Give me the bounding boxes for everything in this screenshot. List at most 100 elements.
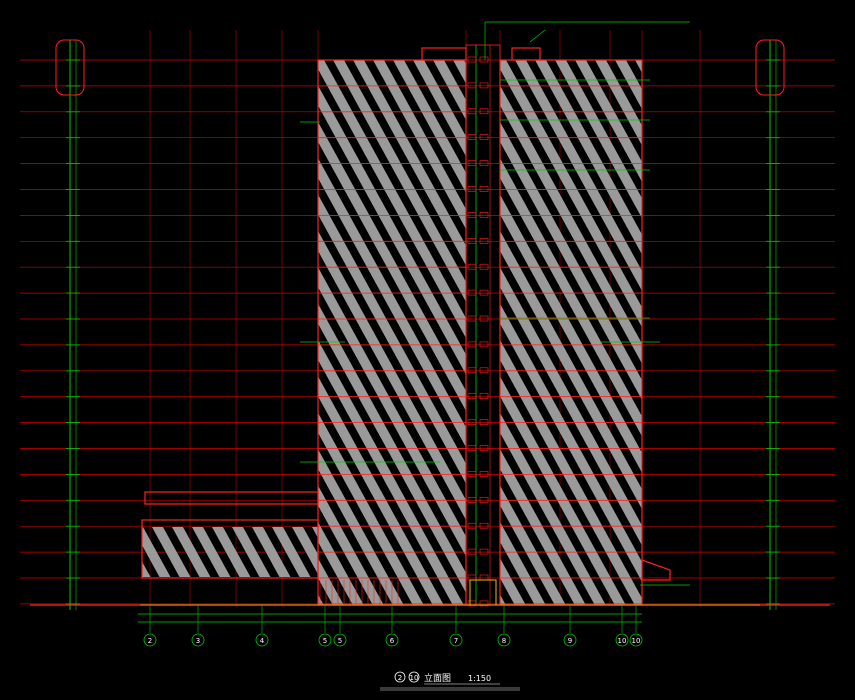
core-window <box>479 522 489 529</box>
axis-label: 4 <box>260 637 265 645</box>
core-window <box>467 471 477 477</box>
facade-stripe <box>500 558 526 605</box>
facade-stripe <box>500 303 642 582</box>
facade-stripe <box>500 376 626 605</box>
facade-stripe <box>635 60 642 73</box>
facade-stripe <box>172 527 211 577</box>
core-window <box>479 445 489 451</box>
facade-stripe <box>500 121 642 400</box>
facade-stripe <box>318 558 344 605</box>
drawing-title: 立面图 <box>424 672 451 684</box>
facade-stripe <box>232 527 271 577</box>
sheet-number-circle <box>408 671 420 683</box>
facade-stripe <box>318 449 404 605</box>
core-window <box>467 393 477 400</box>
facade-stripe <box>318 521 364 605</box>
core-window <box>467 263 477 270</box>
core-window <box>467 289 477 296</box>
facade-stripe <box>393 60 466 193</box>
facade-stripe <box>615 60 642 110</box>
core-window <box>467 600 477 607</box>
facade-stripe <box>413 60 466 157</box>
axis-bubble <box>255 633 269 647</box>
core-window <box>479 263 489 270</box>
facade-stripe <box>318 340 464 605</box>
core-window <box>479 186 489 192</box>
facade-stripe <box>312 527 318 538</box>
core-window <box>479 212 489 218</box>
core-window <box>467 212 477 218</box>
axis-bubble <box>318 633 332 647</box>
facade-stripe <box>212 527 251 577</box>
core-window <box>479 419 489 425</box>
facade-stripe <box>318 121 466 411</box>
core-window <box>467 496 477 503</box>
facade-stripe <box>555 60 642 219</box>
facade-stripe <box>373 60 466 230</box>
core-window <box>479 367 489 374</box>
axis-label: 8 <box>502 637 506 645</box>
facade-stripe <box>500 230 642 510</box>
core-window <box>467 186 477 192</box>
core-window <box>479 238 489 244</box>
axis-bubble <box>629 633 643 647</box>
core-window <box>467 134 477 140</box>
facade-stripe <box>500 412 606 605</box>
facade-stripe <box>252 527 291 577</box>
facade-stripe <box>142 527 171 577</box>
facade-stripe <box>500 340 642 605</box>
facade-stripe <box>318 60 466 339</box>
facade-stripe <box>318 594 324 605</box>
view-number-circle <box>394 671 406 683</box>
core-window <box>479 134 489 140</box>
core-window <box>479 471 489 477</box>
facade-stripe <box>318 158 466 448</box>
facade-stripe <box>500 158 642 437</box>
facade-stripe <box>500 521 546 605</box>
core-window <box>467 238 477 244</box>
axis-bubble <box>615 633 629 647</box>
core-window <box>467 56 477 63</box>
facade-stripe <box>515 60 642 291</box>
facade-stripe <box>500 60 642 328</box>
level-cloud-marker <box>55 39 85 96</box>
facade-stripe <box>142 561 151 577</box>
axis-bubble <box>497 633 511 647</box>
facade-stripe <box>353 60 466 266</box>
annotation-leaders <box>300 21 690 586</box>
drawing-title-block: 2 10 立面图 1:150 <box>380 671 520 691</box>
facade-stripe <box>535 60 642 255</box>
sheet-number: 10 <box>410 674 419 682</box>
core-window <box>467 445 477 451</box>
facade-stripe <box>575 60 642 182</box>
axis-label: 9 <box>568 637 572 645</box>
facade-stripe <box>500 485 566 605</box>
core-window <box>467 82 477 89</box>
core-window <box>479 341 489 348</box>
podium-outline <box>141 519 319 579</box>
facade-stripe <box>500 267 642 546</box>
facade-stripe <box>318 267 466 557</box>
tower-left-facade-stripes <box>318 60 466 605</box>
axis-bubble <box>563 633 577 647</box>
view-number: 2 <box>398 674 402 682</box>
core-window <box>479 496 489 503</box>
core-window <box>467 341 477 348</box>
tower-right-facade-stripes <box>500 60 642 605</box>
facade-stripe <box>500 594 506 605</box>
axis-bubble <box>385 633 399 647</box>
core-window <box>479 393 489 400</box>
left-dimension-rail <box>55 39 85 610</box>
level-cloud-marker <box>755 39 785 96</box>
core-window <box>467 367 477 374</box>
axis-label: 6 <box>390 637 395 645</box>
facade-stripe <box>453 60 466 84</box>
axis-label: 7 <box>454 637 458 645</box>
side-canopy-right <box>641 559 671 581</box>
core-window <box>479 160 489 166</box>
core-window <box>479 56 489 63</box>
bottom-dimension-chain <box>138 605 642 633</box>
core-window <box>467 160 477 166</box>
